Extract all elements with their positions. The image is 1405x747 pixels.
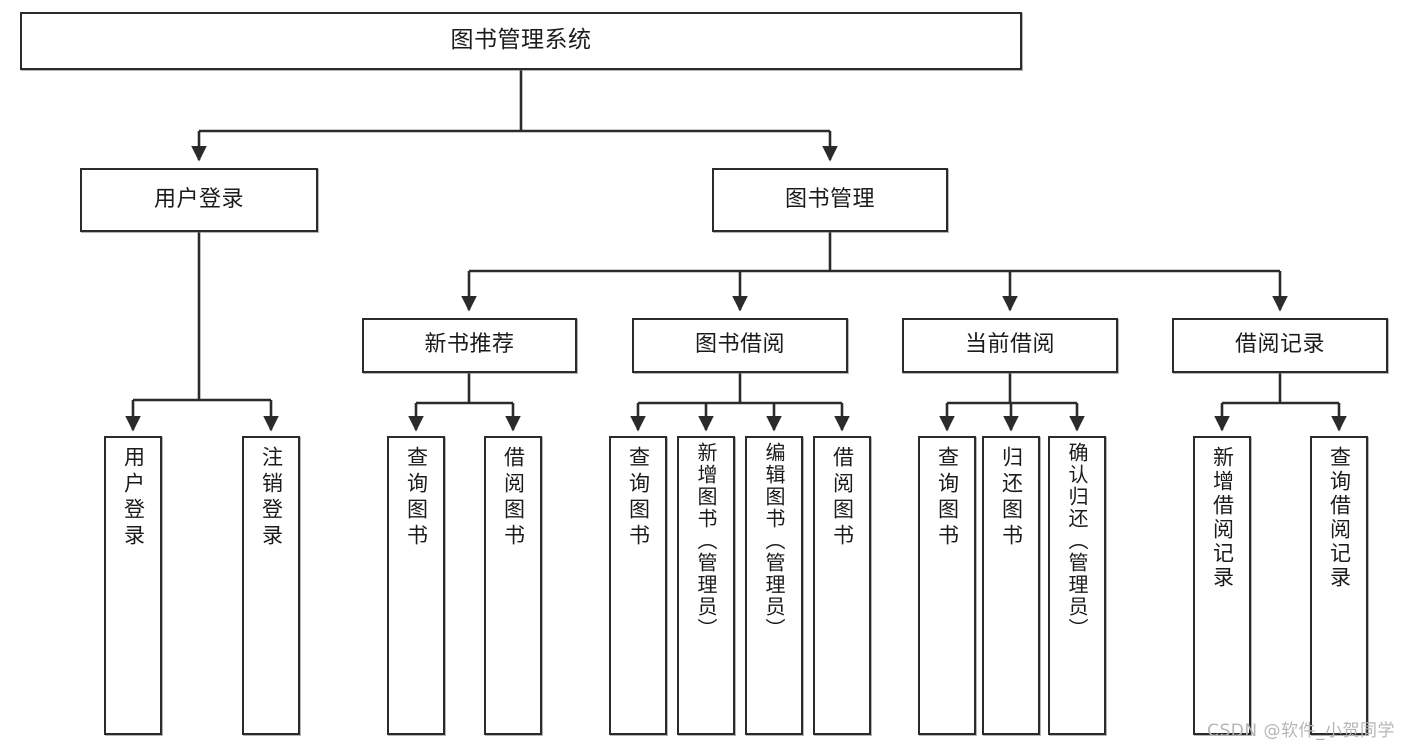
leaf-borrow-book-1[interactable]: 借阅图书 xyxy=(484,436,542,735)
leaf-return-book[interactable]: 归还图书 xyxy=(982,436,1040,735)
leaf-confirm-return[interactable]: 确认归还（管理员） xyxy=(1048,436,1106,735)
node-new-book-recommend-label: 新书推荐 xyxy=(424,332,515,358)
leaf-borrow-book-1-label: 借阅图书 xyxy=(501,446,526,550)
node-borrow-record[interactable]: 借阅记录 xyxy=(1172,318,1388,373)
leaf-query-record[interactable]: 查询借阅记录 xyxy=(1310,436,1368,735)
leaf-user-login-label: 用户登录 xyxy=(121,446,146,550)
leaf-query-book-3[interactable]: 查询图书 xyxy=(918,436,976,735)
leaf-logout[interactable]: 注销登录 xyxy=(242,436,300,735)
leaf-borrow-book-2-label: 借阅图书 xyxy=(830,446,855,550)
leaf-query-book-2-label: 查询图书 xyxy=(626,446,651,550)
node-borrow-record-label: 借阅记录 xyxy=(1234,332,1325,358)
leaf-confirm-return-label: 确认归还（管理员） xyxy=(1065,442,1089,640)
node-user-login-label: 用户登录 xyxy=(153,186,244,212)
node-book-management-label: 图书管理 xyxy=(784,186,875,212)
leaf-add-book-label: 新增图书（管理员） xyxy=(694,442,718,640)
leaf-borrow-book-2[interactable]: 借阅图书 xyxy=(813,436,871,735)
leaf-return-book-label: 归还图书 xyxy=(999,446,1024,550)
leaf-query-book-1-label: 查询图书 xyxy=(404,446,429,550)
csdn-watermark: CSDN @软件_小贺同学 xyxy=(1207,721,1395,741)
node-current-borrow[interactable]: 当前借阅 xyxy=(902,318,1118,373)
node-book-borrow-label: 图书借阅 xyxy=(694,332,785,358)
node-book-management[interactable]: 图书管理 xyxy=(712,168,948,232)
leaf-query-record-label: 查询借阅记录 xyxy=(1327,446,1352,590)
leaf-query-book-1[interactable]: 查询图书 xyxy=(387,436,445,735)
leaf-edit-book-label: 编辑图书（管理员） xyxy=(762,442,786,640)
node-current-borrow-label: 当前借阅 xyxy=(964,332,1055,358)
leaf-add-book[interactable]: 新增图书（管理员） xyxy=(677,436,735,735)
leaf-add-record[interactable]: 新增借阅记录 xyxy=(1193,436,1251,735)
node-root-system-label: 图书管理系统 xyxy=(450,27,592,54)
node-root-system[interactable]: 图书管理系统 xyxy=(20,12,1022,70)
leaf-query-book-2[interactable]: 查询图书 xyxy=(609,436,667,735)
leaf-edit-book[interactable]: 编辑图书（管理员） xyxy=(745,436,803,735)
leaf-query-book-3-label: 查询图书 xyxy=(935,446,960,550)
node-new-book-recommend[interactable]: 新书推荐 xyxy=(362,318,577,373)
node-user-login[interactable]: 用户登录 xyxy=(80,168,318,232)
leaf-add-record-label: 新增借阅记录 xyxy=(1210,446,1235,590)
leaf-logout-label: 注销登录 xyxy=(259,446,284,550)
node-book-borrow[interactable]: 图书借阅 xyxy=(632,318,848,373)
leaf-user-login[interactable]: 用户登录 xyxy=(104,436,162,735)
